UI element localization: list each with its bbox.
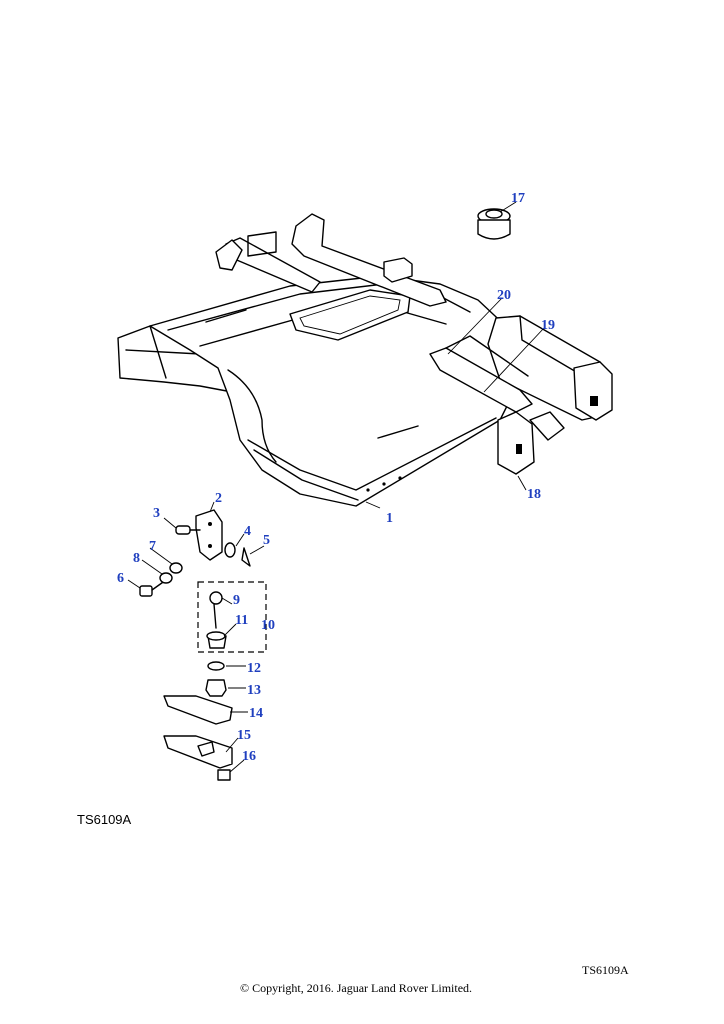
callout-14: 14	[249, 706, 263, 721]
callout-3: 3	[153, 506, 160, 521]
callout-6: 6	[117, 571, 124, 586]
reference-code: TS6109A	[77, 812, 132, 827]
callout-10: 10	[261, 618, 275, 633]
leader-lines	[127, 201, 545, 773]
callout-4: 4	[244, 524, 251, 539]
callout-12: 12	[247, 661, 261, 676]
floor-pan-illustration	[117, 275, 521, 507]
chassis-rails-illustration	[215, 213, 613, 475]
copyright-notice: © Copyright, 2016. Jaguar Land Rover Lim…	[239, 981, 473, 995]
reference-code-footer: TS6109A	[582, 963, 629, 977]
callout-15: 15	[237, 728, 251, 743]
bush-illustration	[477, 208, 511, 240]
fittings-illustration	[139, 509, 267, 781]
callout-13: 13	[247, 683, 261, 698]
callout-20: 20	[497, 288, 511, 303]
callouts: 1 2 3 4 5 6 7 8 9 10 11 12 13 14 15 16 1…	[117, 191, 555, 764]
callout-11: 11	[235, 613, 248, 628]
callout-1: 1	[386, 511, 393, 526]
callout-18: 18	[527, 487, 541, 502]
callout-16: 16	[242, 749, 256, 764]
callout-7: 7	[149, 539, 156, 554]
callout-17: 17	[511, 191, 525, 206]
callout-8: 8	[133, 551, 140, 566]
callout-9: 9	[233, 593, 240, 608]
callout-2: 2	[215, 491, 222, 506]
callout-5: 5	[263, 533, 270, 548]
callout-19: 19	[541, 318, 555, 333]
